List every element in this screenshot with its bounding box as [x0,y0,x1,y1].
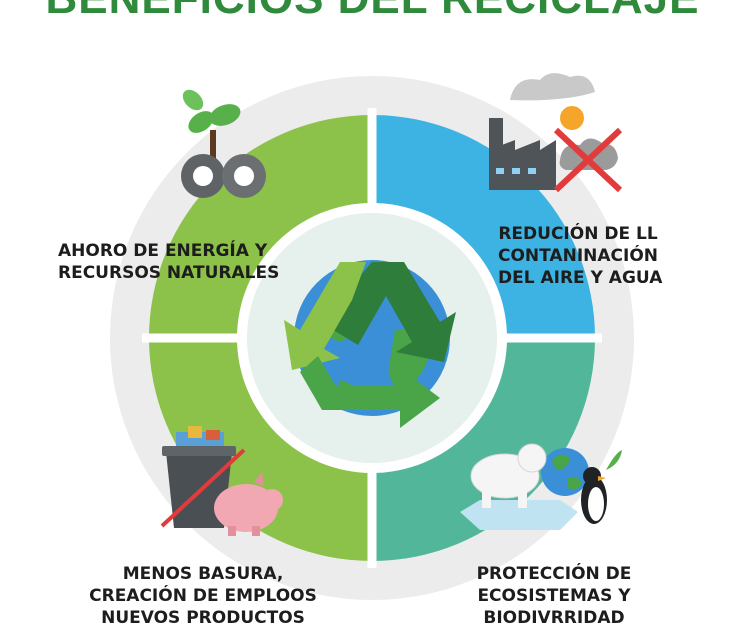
label-line: MENOS BASURA, [122,564,284,584]
factory-pollution-crossed-icon [489,73,623,193]
label-line: REDUCIÓN DE LL [498,224,658,244]
label-line: CONTANINACIÓN [498,246,659,266]
trash-piggybank-icon [160,426,283,536]
label-bottom-right: PROTECCIÓN DE ECOSISTEMAS Y BIODIVRRIDAD [470,563,638,629]
label-line: PROTECCIÓN DE [476,564,632,584]
page-title: BENEFICIOS DEL RECICLAJE [0,0,745,24]
recycle-earth-icon [284,260,456,428]
label-line: RECURSOS NATURALES [58,263,280,283]
label-line: BIODIVRRIDAD [483,608,625,628]
label-line: CREACIÓN DE EMPLOOS [89,586,317,606]
polar-bear-earth-penguin-icon [460,443,622,530]
label-bottom-left: MENOS BASURA, CREACIÓN DE EMPLOOS NUEVOS… [88,563,318,629]
label-line: NUEVOS PRODUCTOS [101,608,305,628]
label-line: AHORO DE ENERGÍA Y [58,241,268,261]
label-line: ECOSISTEMAS Y [477,586,631,606]
plant-gears-icon [181,89,266,198]
label-top-right: REDUCIÓN DE LL CONTANINACIÓN DEL AIRE Y … [498,223,663,289]
label-line: DEL AIRE Y AGUA [498,268,663,288]
label-top-left: AHORO DE ENERGÍA Y RECURSOS NATURALES [58,240,280,284]
